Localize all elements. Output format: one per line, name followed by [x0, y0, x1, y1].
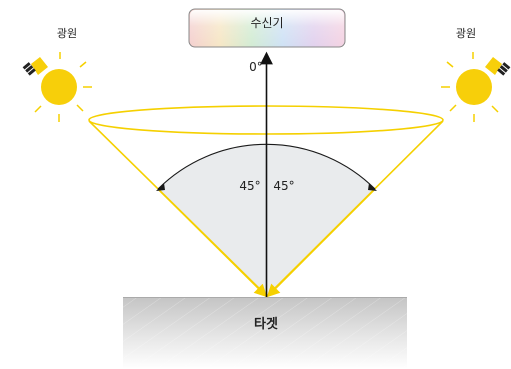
- receiver-box: 수신기: [188, 8, 346, 48]
- arc-arrow-right: [368, 183, 377, 191]
- target-label: 타겟: [254, 316, 278, 332]
- light-source-right-label: 광원: [456, 27, 476, 40]
- light-source-left: 광원: [22, 27, 92, 122]
- light-source-right: 광원: [441, 27, 511, 122]
- lightbulb-icon: [22, 52, 92, 122]
- receiver-label: 수신기: [250, 16, 283, 30]
- angle-label-right: 45°: [273, 179, 294, 193]
- target-block: 타겟: [123, 297, 407, 369]
- angle-label-left: 45°: [239, 179, 260, 193]
- light-source-left-label: 광원: [57, 27, 77, 40]
- angle-label-zero: 0°: [249, 60, 263, 74]
- arc-arrow-left: [156, 183, 165, 191]
- light-ray-left-head: [157, 188, 268, 298]
- light-ray-right-head: [266, 188, 376, 298]
- lightbulb-icon: [441, 52, 511, 122]
